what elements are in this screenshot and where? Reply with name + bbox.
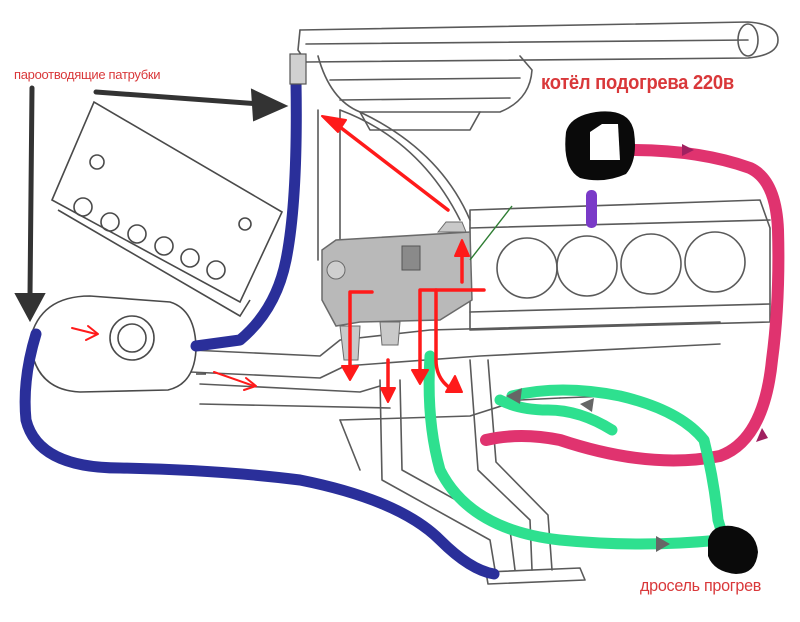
boiler-flow-arrows	[682, 144, 768, 442]
vapor-pipe-nipple	[289, 53, 307, 85]
flow-arrow-icon	[580, 398, 594, 412]
boiler-loop-hose	[480, 144, 785, 467]
boiler-label: котёл подогрева 220в	[541, 72, 734, 94]
vapor-pipe-hoses	[19, 76, 500, 580]
throttle-heating-label: дросель прогрев	[640, 576, 762, 595]
instrument-panel	[50, 100, 284, 318]
flow-arrow-icon	[656, 536, 670, 552]
vapor-pipes-label: пароотводящие патрубки	[14, 67, 161, 82]
flow-arrows	[71, 115, 486, 403]
flow-arrow-icon	[213, 371, 257, 391]
throttle-unit	[708, 525, 758, 574]
flow-arrow-icon	[506, 388, 522, 404]
gauge-icon	[73, 197, 226, 280]
flow-arrow-icon	[434, 288, 463, 393]
boiler-body	[565, 111, 635, 228]
flow-arrow-icon	[756, 428, 768, 442]
flow-arrow-icon	[380, 358, 396, 403]
pointer-thin-green	[469, 205, 513, 261]
pointer-arrows	[14, 85, 289, 323]
flow-arrow-icon	[411, 288, 486, 385]
throttle-flow-arrows	[506, 388, 670, 552]
flow-arrow-icon	[454, 239, 470, 284]
flow-arrow-icon	[682, 144, 694, 156]
throttle-loop-hose	[423, 350, 730, 550]
expansion-tank	[29, 295, 206, 393]
flow-arrow-icon	[71, 325, 99, 341]
flow-arrow-icon	[321, 115, 450, 212]
flow-arrow-icon	[341, 290, 374, 381]
arrow-pointer-icon	[14, 85, 46, 323]
arrow-pointer-icon	[93, 88, 289, 122]
